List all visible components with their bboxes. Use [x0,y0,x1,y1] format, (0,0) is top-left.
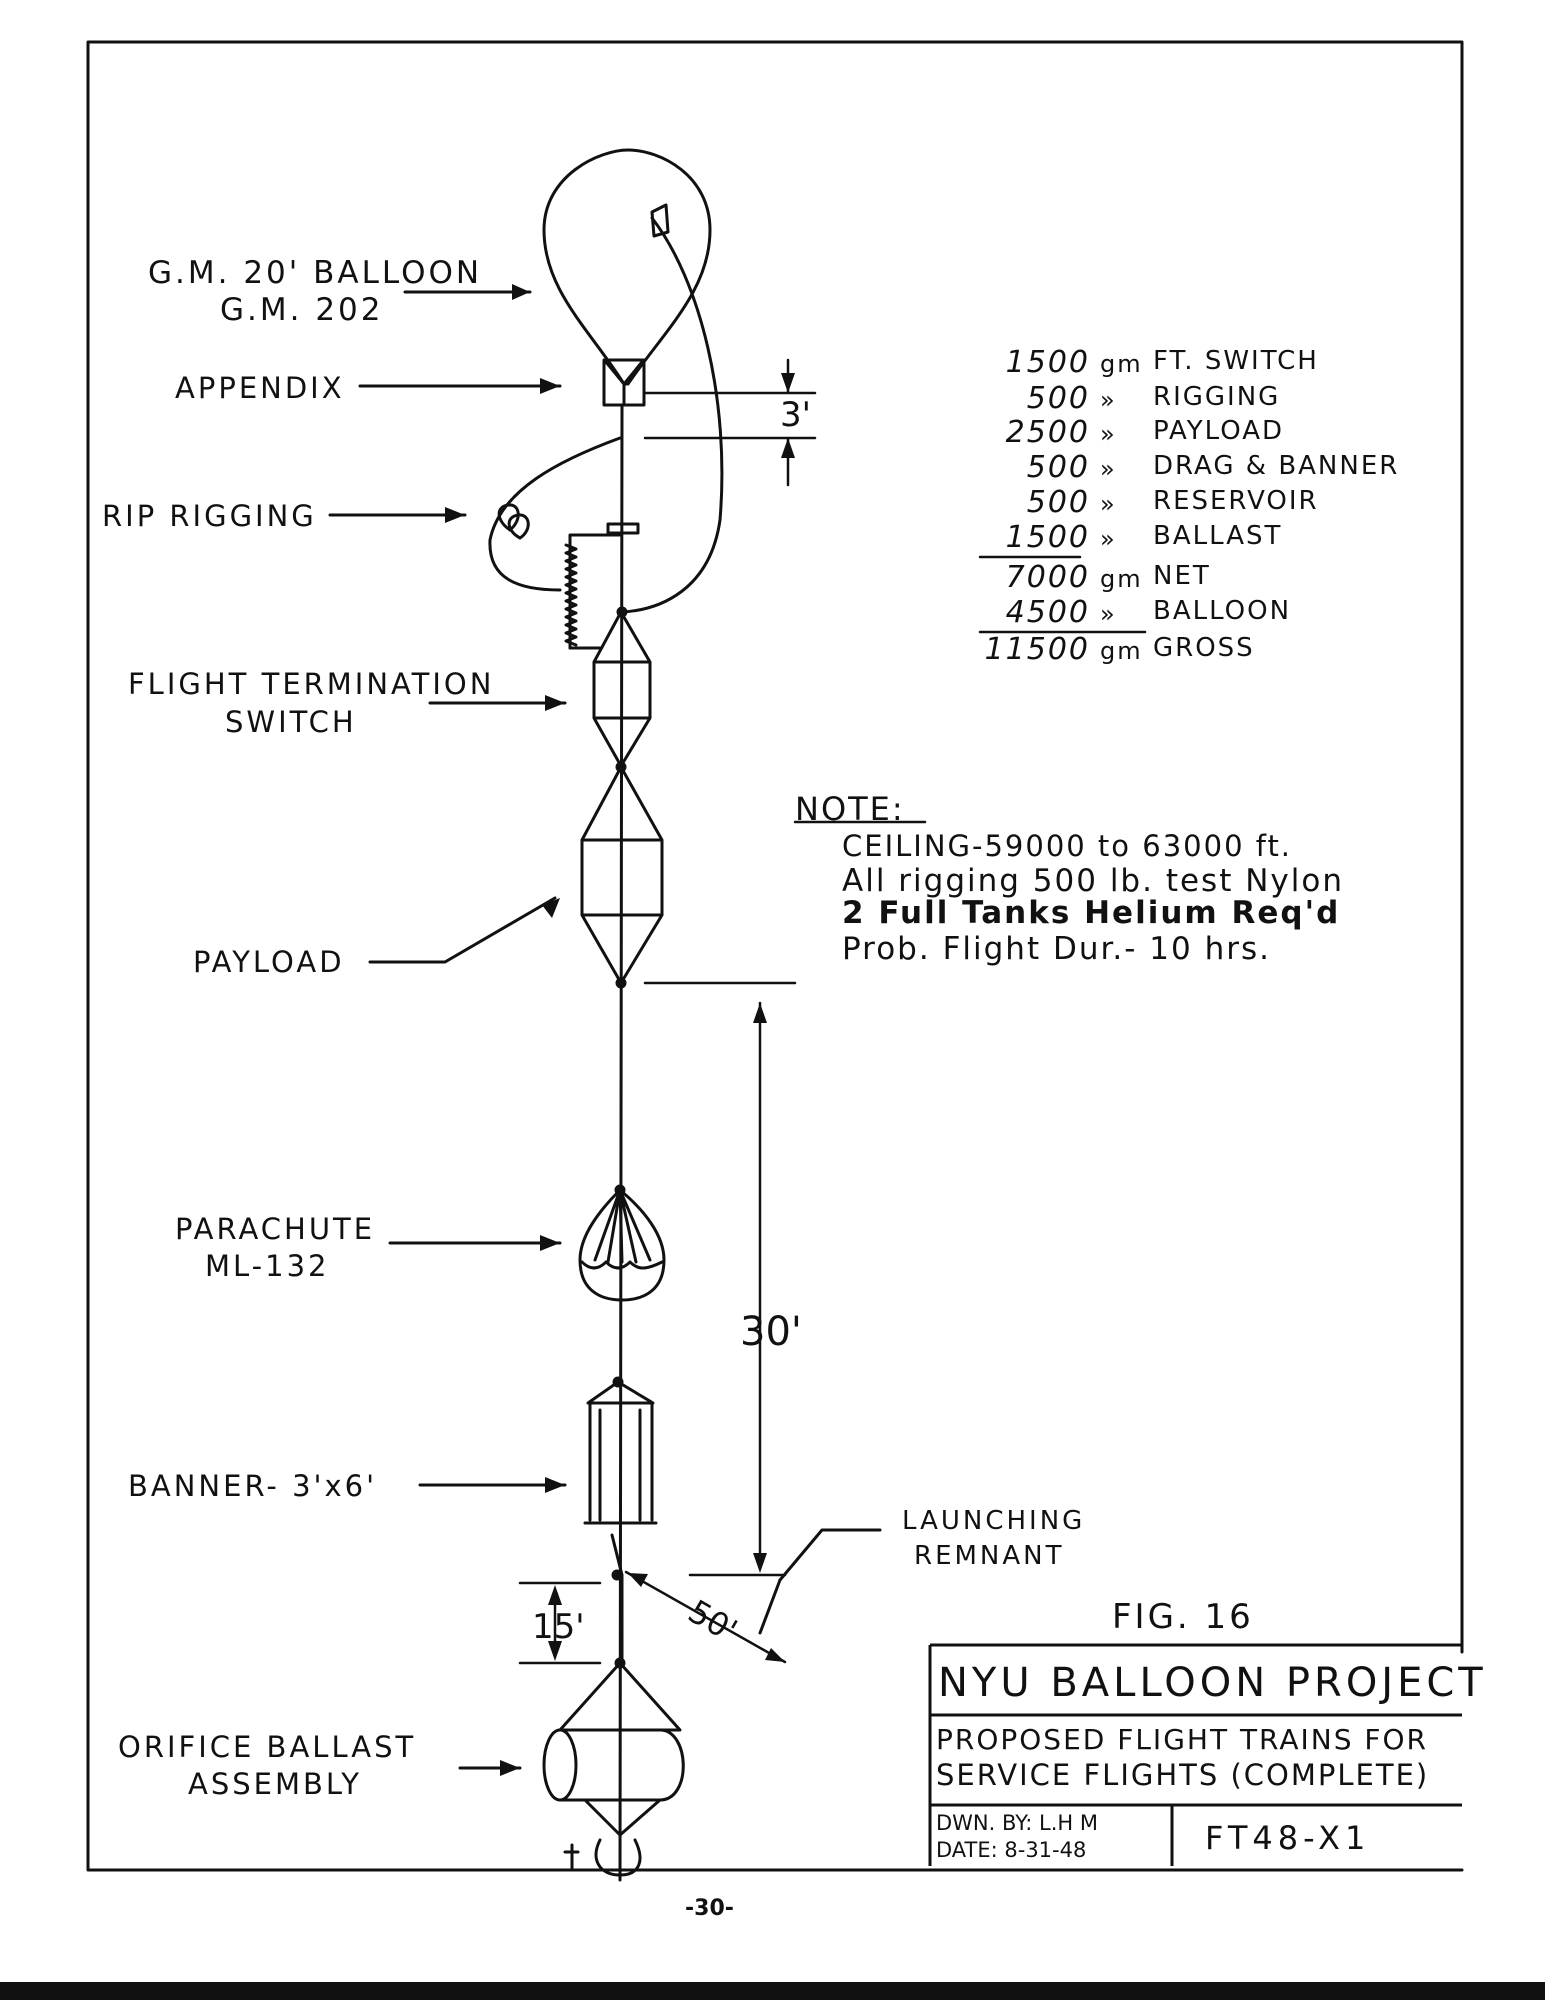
drawing-title-line1: PROPOSED FLIGHT TRAINS FOR [936,1723,1429,1756]
weight-amount: 2500 [1005,415,1090,450]
appendix-box [602,358,646,407]
rip-loops [497,503,530,540]
dim-3ft-label: 3' [780,395,811,435]
weight-item: RIGGING [1153,382,1281,412]
weight-row: 500 » RESERVOIR [970,488,1410,522]
weight-amount: 11500 [984,632,1090,667]
appendix-label: APPENDIX [175,371,345,405]
note-line: 2 Full Tanks Helium Req'd [842,895,1341,931]
weight-item: FT. SWITCH [1153,346,1319,376]
weight-unit: » [1100,490,1117,518]
weight-unit: » [1100,455,1117,483]
dim-3ft [643,358,817,487]
main-line [618,403,624,1882]
ballast-label-line1: ORIFICE BALLAST [118,1730,417,1764]
parachute-label-line2: ML-132 [205,1249,330,1283]
scan-edge [0,1982,1545,2000]
weight-row: 7000 gm NET [970,563,1410,597]
balloon-label-line2: G.M. 202 [220,292,384,328]
note-line: CEILING-59000 to 63000 ft. [842,829,1293,863]
note-line: Prob. Flight Dur.- 10 hrs. [842,931,1271,967]
ballast-label-line2: ASSEMBLY [188,1767,362,1801]
note-line: All rigging 500 lb. test Nylon [842,863,1344,899]
project-name: NYU BALLOON PROJECT [938,1660,1487,1706]
payload-label: PAYLOAD [193,945,345,979]
rip-line [620,216,724,614]
remnant-line [610,1533,624,1662]
drawing-number: FT48-X1 [1205,1819,1371,1857]
weight-unit: » [1100,600,1117,628]
page-number: -30- [685,1896,734,1921]
weight-amount: 500 [1026,450,1090,485]
dim-30ft-label: 30' [740,1309,802,1355]
drawing-date: DATE: 8-31-48 [936,1838,1087,1862]
rip-rigging-label: RIP RIGGING [102,499,317,533]
weight-amount: 7000 [1005,560,1090,595]
dim-15ft-label: 15' [532,1607,585,1647]
title-block-frame [928,1643,1462,1866]
weight-unit: » [1100,420,1117,448]
note-heading: NOTE: [795,790,905,828]
weight-amount: 500 [1026,485,1090,520]
weight-row: 11500 gm GROSS [970,635,1410,669]
banner [583,1380,658,1525]
launching-remnant-label-line1: LAUNCHING [902,1506,1086,1536]
weight-row: 1500 » BALLAST [970,523,1410,557]
balloon-envelope [542,148,712,386]
parachute [578,1188,666,1302]
weight-unit: gm [1100,565,1143,593]
weight-item: GROSS [1153,633,1255,663]
ballast-orifice [563,1838,642,1877]
flight-termination-label-line2: SWITCH [225,705,357,739]
weight-item: DRAG & BANNER [1153,451,1400,481]
weight-item: RESERVOIR [1153,486,1319,516]
launching-remnant-label-line2: REMNANT [914,1541,1065,1571]
flight-termination-label-line1: FLIGHT TERMINATION [128,667,495,701]
weight-item: PAYLOAD [1153,416,1285,446]
weight-unit: » [1100,386,1117,414]
banner-label: BANNER- 3'x6' [128,1469,378,1503]
weight-unit: gm [1100,637,1143,665]
weight-row: 4500 » BALLOON [970,598,1410,632]
weight-item: NET [1153,561,1211,591]
balloon-label-line1: G.M. 20' BALLOON [148,255,483,291]
weight-row: 500 » RIGGING [970,384,1410,418]
weight-item: BALLOON [1153,596,1292,626]
weight-amount: 1500 [1005,520,1090,555]
balloon-valve [650,203,670,238]
weight-unit: gm [1100,350,1143,378]
figure-number: FIG. 16 [1112,1597,1254,1637]
sheet-border [86,40,1464,1872]
weight-amount: 4500 [1005,595,1090,630]
weight-item: BALLAST [1153,521,1283,551]
weight-amount: 1500 [1005,345,1090,380]
weight-row: 1500 gm FT. SWITCH [970,348,1410,382]
weight-row: 2500 » PAYLOAD [970,418,1410,452]
drawn-by: DWN. BY: L.H M [936,1811,1099,1835]
weight-unit: » [1100,525,1117,553]
spring-coil [564,543,578,647]
weight-amount: 500 [1026,381,1090,416]
weight-row: 500 » DRAG & BANNER [970,453,1410,487]
drawing-title-line2: SERVICE FLIGHTS (COMPLETE) [936,1758,1430,1792]
parachute-label-line1: PARACHUTE [175,1212,376,1246]
